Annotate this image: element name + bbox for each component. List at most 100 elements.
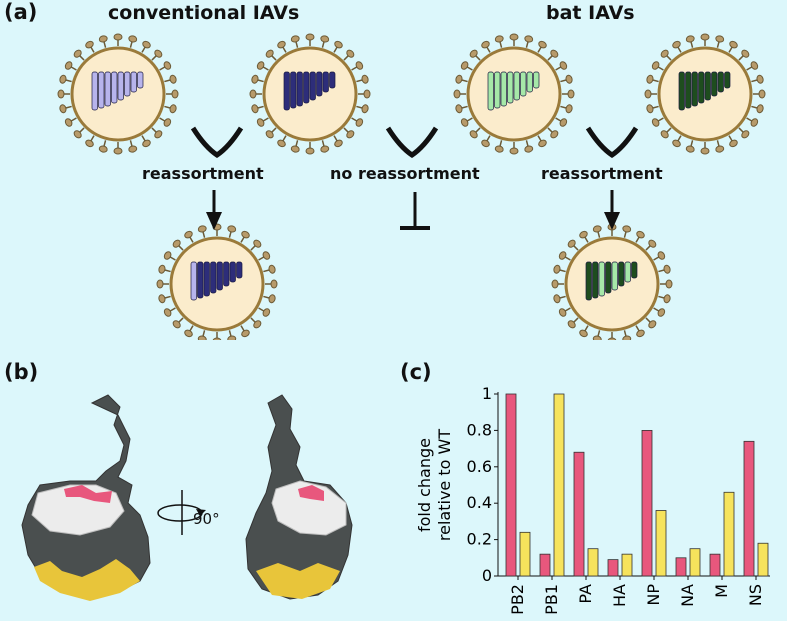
rna-segment — [507, 71, 514, 104]
rna-segment — [104, 71, 111, 107]
rna-segment — [598, 261, 605, 297]
bar-PB1-series-1 — [539, 553, 551, 577]
rna-segment — [322, 71, 329, 93]
rna-segment — [631, 261, 638, 279]
y-axis-label-line1: fold change — [415, 438, 434, 532]
protein-structures — [21, 394, 353, 601]
reassortment-diagram — [57, 33, 766, 340]
fold-change-chart: 0 0.2 0.4 0.6 0.8 1 PB2 PB1 PA HA NP NA M NS fold ch… — [415, 384, 770, 615]
panel-a-label: (a) — [4, 0, 38, 24]
x-tick-label-NS: NS — [746, 584, 765, 606]
x-tick-label-NP: NP — [644, 584, 663, 606]
virion-bat-light — [453, 33, 575, 155]
rna-segment — [316, 71, 323, 97]
reassortment-label-left: reassortment — [142, 164, 264, 183]
bar-PA-series-2 — [587, 548, 599, 577]
rna-segment — [494, 71, 501, 109]
rna-segment — [117, 71, 124, 101]
rna-segment — [216, 261, 223, 291]
bar-NP-series-2 — [655, 510, 667, 577]
rna-segment — [203, 261, 210, 297]
rotation-indicator — [157, 490, 206, 535]
x-tick-label-HA: HA — [610, 584, 629, 607]
bar-HA-series-1 — [607, 559, 619, 577]
virion-reassortant-bat — [551, 223, 673, 340]
rna-segment — [717, 71, 724, 93]
x-tick-label-M: M — [712, 584, 731, 598]
arrow-down-left — [206, 190, 222, 230]
rna-segment — [229, 261, 236, 283]
rna-segment — [290, 71, 297, 109]
x-tick-label-NA: NA — [678, 584, 697, 607]
y-tick-label: 0.6 — [467, 457, 492, 476]
rna-segment — [137, 71, 144, 89]
rna-segment — [190, 261, 197, 301]
rna-segment — [704, 71, 711, 101]
rna-segment — [711, 71, 718, 97]
rna-segment — [236, 261, 243, 279]
bar-PA-series-1 — [573, 451, 585, 577]
y-tick-label: 0 — [482, 566, 492, 585]
bar-HA-series-2 — [621, 553, 633, 577]
bar-NP-series-1 — [641, 430, 653, 577]
virion-conventional-light — [57, 33, 179, 155]
bar-PB1-series-2 — [553, 393, 565, 577]
protein-surface-side — [245, 394, 353, 600]
bar-NS-series-1 — [743, 440, 755, 577]
rna-segment — [303, 71, 310, 104]
rna-segment — [111, 71, 118, 104]
protein-surface-front — [21, 394, 151, 601]
bar-PB2-series-1 — [505, 393, 517, 577]
rna-segment — [329, 71, 336, 89]
bar-NS-series-2 — [757, 542, 769, 577]
rna-segment — [500, 71, 507, 107]
rna-segment — [691, 71, 698, 107]
y-tick-label: 0.4 — [467, 493, 492, 512]
rna-segment — [210, 261, 217, 294]
rna-segment — [91, 71, 98, 111]
panel-c-label: (c) — [400, 360, 432, 384]
rna-segment — [685, 71, 692, 109]
y-tick-label: 0.8 — [467, 420, 492, 439]
virion-conventional-dark — [249, 33, 371, 155]
y-axis-label-line2: relative to WT — [435, 429, 454, 541]
rna-segment — [592, 261, 599, 299]
bat-iavs-title: bat IAVs — [546, 2, 635, 24]
bar-M-series-1 — [709, 553, 721, 577]
rna-segment — [724, 71, 731, 89]
rna-segment — [678, 71, 685, 111]
virion-bat-dark — [644, 33, 766, 155]
y-tick-label: 0.2 — [467, 530, 492, 549]
rna-segment — [124, 71, 131, 97]
x-tick-label-PA: PA — [576, 584, 595, 604]
rna-segment — [283, 71, 290, 111]
rna-segment — [197, 261, 204, 299]
rna-segment — [98, 71, 105, 109]
conventional-iavs-title: conventional IAVs — [108, 2, 300, 24]
rna-segment — [130, 71, 137, 93]
no-reassortment-label: no reassortment — [330, 164, 480, 183]
rna-segment — [520, 71, 527, 97]
bar-PB2-series-2 — [519, 531, 531, 577]
rna-segment — [309, 71, 316, 101]
bar-NA-series-1 — [675, 557, 687, 577]
rna-segment — [296, 71, 303, 107]
y-tick-label: 1 — [482, 384, 492, 403]
x-tick-label-PB1: PB1 — [542, 584, 561, 615]
rna-segment — [618, 261, 625, 287]
x-tick-label-PB2: PB2 — [508, 584, 527, 615]
merge-connector-right — [585, 126, 639, 159]
rna-segment — [698, 71, 705, 104]
arrow-down-right — [604, 190, 620, 230]
rotation-label: 90° — [193, 510, 220, 528]
rna-segment — [513, 71, 520, 101]
rna-segment — [487, 71, 494, 111]
panel-b-label: (b) — [4, 360, 39, 384]
rna-segment — [611, 261, 618, 291]
rna-segment — [533, 71, 540, 89]
rna-segment — [605, 261, 612, 294]
rna-segment — [223, 261, 230, 287]
virion-reassortant-conventional — [156, 223, 278, 340]
merge-connector-left — [190, 126, 244, 159]
rna-segment — [624, 261, 631, 283]
